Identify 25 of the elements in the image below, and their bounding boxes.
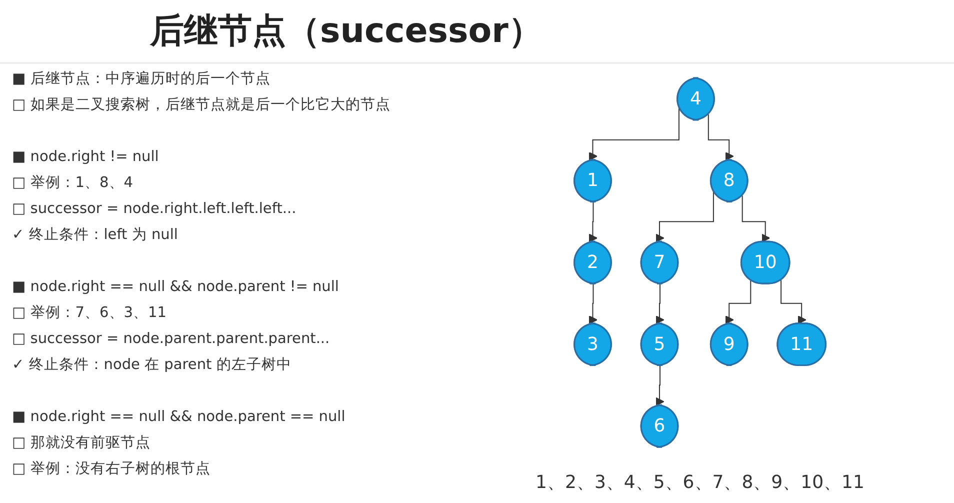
bullet-text: □ 举例：没有右子树的根节点 xyxy=(12,460,212,479)
slide-title: 后继节点（successor） xyxy=(150,10,542,53)
arrow xyxy=(588,283,598,324)
bullet-text: ■ node.right == null && node.parent != null xyxy=(12,278,340,297)
bullet-text: ■ node.right == null && node.parent == null xyxy=(12,408,346,427)
arrow xyxy=(588,202,598,242)
bullet-text: □ 如果是二叉搜索树，后继节点就是后一个比它大的节点 xyxy=(12,96,392,115)
arrow xyxy=(588,106,680,161)
bullet-text: ✓ 终止条件：node 在 parent 的左子树中 xyxy=(12,356,292,375)
arrow xyxy=(742,195,770,242)
bullet-text: □ 举例：1、8、4 xyxy=(12,174,134,193)
bullet-text: □ 举例：7、6、3、11 xyxy=(12,304,168,323)
bullet-text: ✓ 终止条件：left 为 null xyxy=(12,226,179,245)
arrow xyxy=(780,280,806,324)
arrow xyxy=(656,283,664,324)
bullet-text: ■ 后继节点：中序遍历时的后一个节点 xyxy=(12,70,272,89)
inorder-sequence: 1、2、3、4、5、6、7、8、9、10、11 xyxy=(534,471,866,494)
bullet-text: □ 那就没有前驱节点 xyxy=(12,434,152,453)
arrow xyxy=(656,365,664,406)
bullet-text: ■ node.right != null xyxy=(12,148,160,167)
arrow xyxy=(708,114,734,161)
bullet-text: □ successor = node.parent.parent.parent... xyxy=(12,330,331,349)
arrow xyxy=(656,190,714,242)
bullet-text: □ successor = node.right.left.left.left... xyxy=(12,200,298,219)
arrow xyxy=(725,280,752,324)
